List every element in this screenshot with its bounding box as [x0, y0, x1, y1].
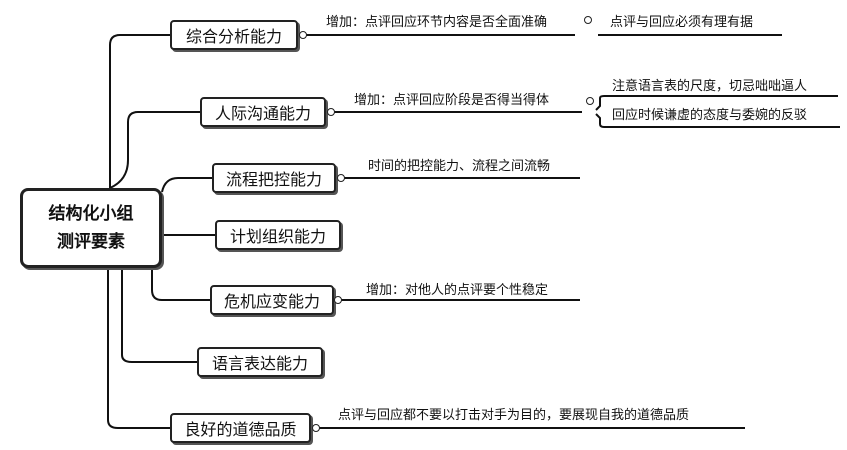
collapse-toggle-icon[interactable]	[584, 16, 592, 24]
branch-interpersonal-communication[interactable]: 人际沟通能力	[200, 97, 326, 127]
root-topic-line1: 结构化小组	[48, 204, 134, 224]
branch-planning-organization[interactable]: 计划组织能力	[215, 220, 341, 250]
branch-crisis-response[interactable]: 危机应变能力	[210, 285, 334, 315]
branch-label: 良好的道德品质	[184, 420, 297, 439]
branch-label: 计划组织能力	[229, 227, 326, 246]
collapse-toggle-icon[interactable]	[586, 97, 594, 105]
note-text[interactable]: 点评与回应都不要以打击对手为目的，要展现自我的道德品质	[338, 408, 690, 423]
branch-language-expression[interactable]: 语言表达能力	[197, 347, 323, 377]
collapse-toggle-icon[interactable]	[337, 174, 345, 182]
collapse-toggle-icon[interactable]	[299, 31, 307, 39]
root-topic-line2: 测评要素	[57, 232, 125, 252]
branch-comprehensive-analysis[interactable]: 综合分析能力	[170, 20, 298, 50]
branch-moral-character[interactable]: 良好的道德品质	[170, 413, 311, 443]
collapse-toggle-icon[interactable]	[334, 296, 342, 304]
branch-process-control[interactable]: 流程把控能力	[212, 163, 336, 193]
branch-label: 综合分析能力	[185, 27, 282, 46]
note-text[interactable]: 增加：对他人的点评要个性稳定	[366, 283, 549, 298]
note-text[interactable]: 增加：点评回应环节内容是否全面准确	[326, 15, 548, 30]
branch-label: 危机应变能力	[223, 292, 320, 311]
branch-label: 语言表达能力	[211, 354, 308, 373]
note-text[interactable]: 增加：点评回应阶段是否得当得体	[354, 93, 550, 108]
branch-label: 人际沟通能力	[214, 104, 311, 123]
sub-note-text[interactable]: 注意语言表的尺度，切忌咄咄逼人	[612, 79, 808, 94]
collapse-toggle-icon[interactable]	[312, 424, 320, 432]
collapse-toggle-icon[interactable]	[327, 108, 335, 116]
sub-note-text[interactable]: 回应时候谦虚的态度与委婉的反驳	[612, 108, 808, 123]
branch-label: 流程把控能力	[225, 170, 322, 189]
root-topic[interactable]: 结构化小组 测评要素	[20, 188, 162, 268]
sub-note-text[interactable]: 点评与回应必须有理有据	[610, 15, 754, 30]
note-text[interactable]: 时间的把控能力、流程之间流畅	[368, 159, 551, 174]
